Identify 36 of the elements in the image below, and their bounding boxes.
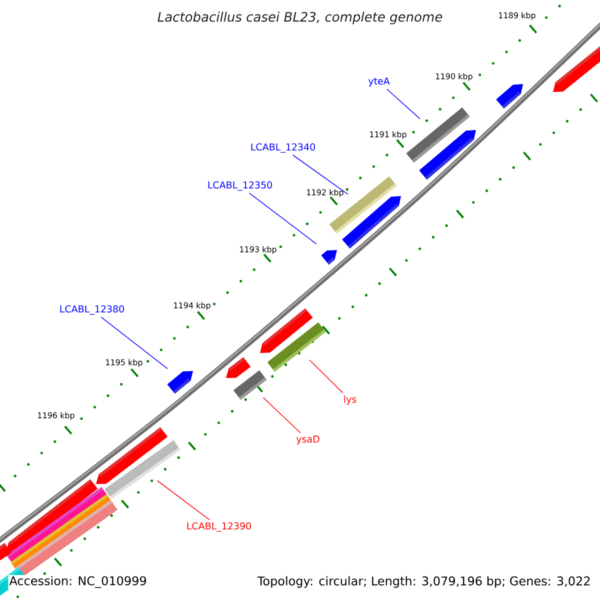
gene-label: LCABL_12390: [187, 522, 251, 532]
accession-text: Accession: NC_010999: [8, 575, 148, 589]
gene-block: [496, 84, 523, 109]
gene-block: [553, 45, 600, 92]
tick-label: 1192 kbp: [307, 189, 344, 197]
gene-label: LCABL_12350: [208, 181, 272, 191]
tick-label: 1193 kbp: [240, 246, 276, 254]
gene-label: LCABL_12380: [60, 305, 124, 315]
tick-label: 1196 kbp: [38, 412, 74, 420]
gene-block: [104, 440, 180, 499]
gene-label: lys: [344, 395, 356, 405]
tick-label: 1195 kbp: [106, 359, 142, 367]
tick-label: 1189 kbp: [499, 12, 536, 20]
gene-block: [0, 543, 12, 561]
title: Lactobacillus casei BL23, complete genome: [158, 12, 442, 24]
tick-label: 1190 kbp: [436, 73, 472, 81]
leader-line: [309, 359, 344, 394]
tick-label: 1191 kbp: [370, 131, 406, 139]
gene-block: [321, 250, 337, 265]
leader-line: [100, 316, 168, 370]
tick-label: 1194 kbp: [174, 302, 210, 310]
leader-line: [262, 397, 301, 434]
gene-block: [167, 371, 193, 394]
leader-line: [156, 480, 210, 520]
gene-block: [419, 130, 476, 180]
gene-label: LCABL_12340: [251, 143, 315, 153]
gene-block: [233, 370, 267, 400]
gene-block: [267, 322, 326, 372]
genome-info: Topology: circular; Length: 3,079,196 bp; Genes: 3,022: [257, 576, 590, 588]
leader-line: [248, 192, 317, 244]
leader-line: [386, 88, 420, 120]
gene-label: ysaD: [296, 436, 320, 444]
gene-label: yteA: [368, 78, 390, 86]
gene-block: [226, 357, 251, 378]
gene-block: [342, 196, 401, 249]
leader-line: [292, 154, 348, 195]
